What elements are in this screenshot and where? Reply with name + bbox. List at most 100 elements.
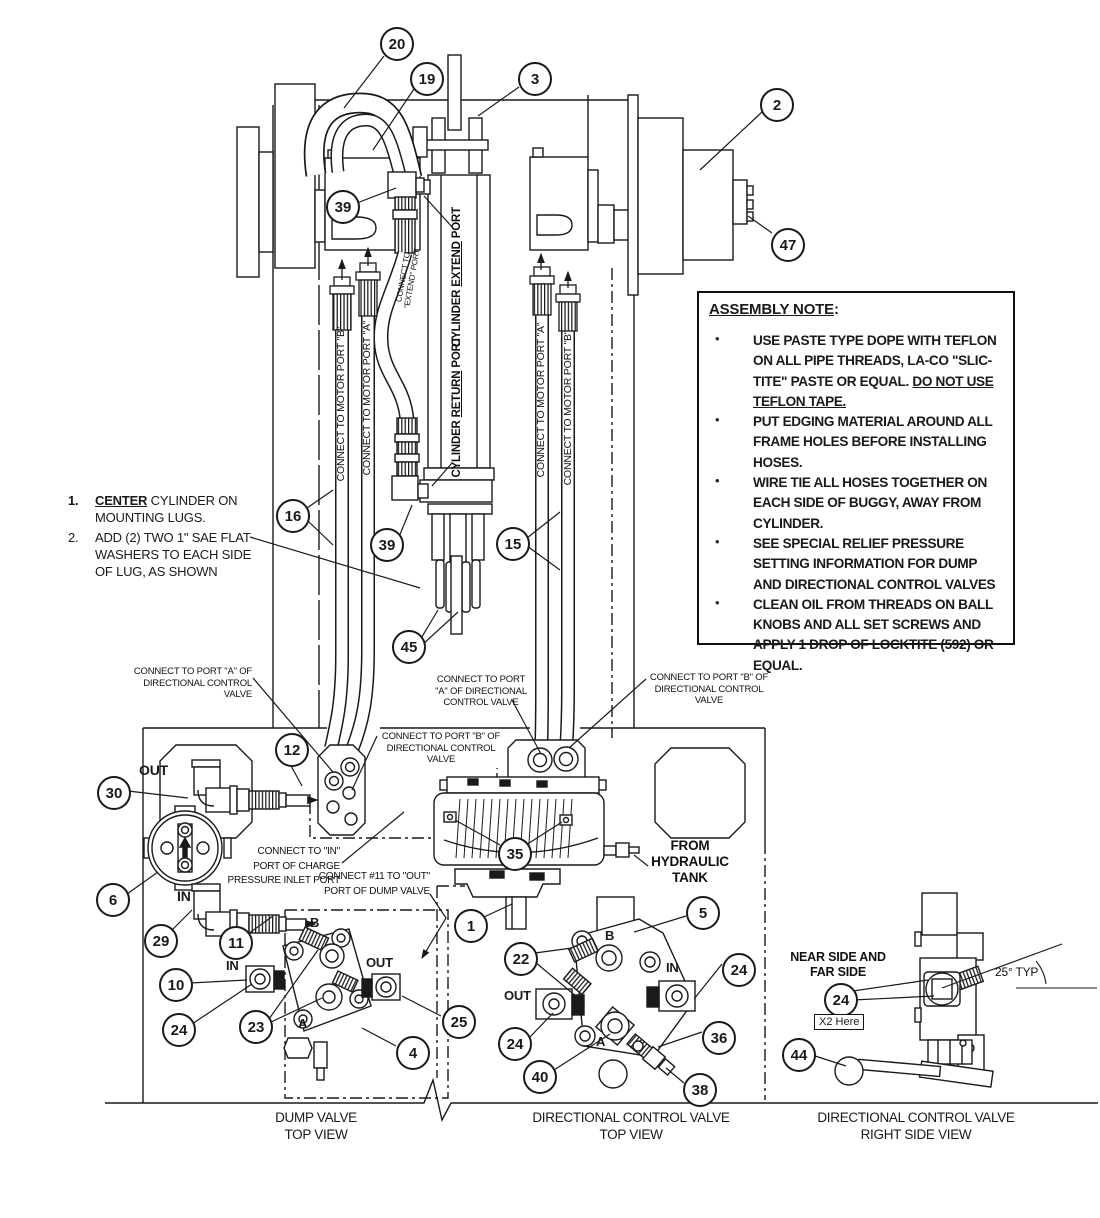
right-motor — [529, 147, 633, 251]
bullet-text: CLEAN OIL FROM THREADS ON BALL KNOBS AND… — [753, 596, 994, 673]
assembly-note-box: ASSEMBLY NOTE: • USE PASTE TYPE DOPE WIT… — [697, 291, 1015, 673]
callout-11: 11 — [219, 926, 253, 960]
callout-20: 20 — [380, 27, 414, 61]
leader-lines — [126, 55, 935, 1084]
callout-24d: 24 — [824, 983, 858, 1017]
pump-motor-assembly — [433, 776, 640, 930]
callout-10: 10 — [159, 968, 193, 1002]
assembly-note-item: • PUT EDGING MATERIAL AROUND ALL FRAME H… — [709, 412, 1003, 473]
assembly-note-list: • USE PASTE TYPE DOPE WITH TEFLON ON ALL… — [709, 331, 1003, 676]
right-wheel-hub — [627, 94, 754, 296]
callout-24a: 24 — [162, 1013, 196, 1047]
callout-24c: 24 — [498, 1027, 532, 1061]
note-2-number: 2. — [68, 530, 79, 545]
note-1-number: 1. — [68, 493, 79, 508]
label-dump-b: B — [310, 915, 320, 930]
callout-38: 38 — [683, 1073, 717, 1107]
assembly-note-item: • CLEAN OIL FROM THREADS ON BALL KNOBS A… — [709, 595, 1003, 676]
hose-fittings — [329, 262, 581, 332]
callout-19: 19 — [410, 62, 444, 96]
manifold-block — [317, 744, 366, 836]
label-dcv-b: B — [605, 928, 615, 943]
callout-16: 16 — [276, 499, 310, 533]
note-item-1: 1. CENTER CYLINDER ON MOUNTING LUGS. — [68, 492, 268, 526]
left-wheel-hub — [236, 83, 326, 278]
bullet-text: PUT EDGING MATERIAL AROUND ALL FRAME HOL… — [753, 414, 993, 470]
callout-22: 22 — [504, 942, 538, 976]
assembly-note-item: • USE PASTE TYPE DOPE WITH TEFLON ON ALL… — [709, 331, 1003, 412]
label-dcv-out: OUT — [504, 988, 531, 1003]
callout-35: 35 — [498, 837, 532, 871]
note-2-text: ADD (2) TWO 1" SAE FLAT WASHERS TO EACH … — [95, 530, 252, 579]
bullet-text: WIRE TIE ALL HOSES TOGETHER ON EACH SIDE… — [753, 475, 987, 531]
callout-3: 3 — [518, 62, 552, 96]
label-motor-port-b-left: CONNECT TO MOTOR PORT "B" — [335, 326, 347, 482]
label-angle-25-typ: 25° TYP — [995, 965, 1039, 979]
note-item-2: 2. ADD (2) TWO 1" SAE FLAT WASHERS TO EA… — [68, 529, 268, 580]
callout-1: 1 — [454, 909, 488, 943]
callout-23: 23 — [239, 1010, 273, 1044]
bullet-icon: • — [715, 331, 720, 346]
charge-valve-round — [143, 805, 232, 891]
callout-12: 12 — [275, 733, 309, 767]
directional-control-valve-top — [535, 896, 696, 1089]
callout-5: 5 — [686, 896, 720, 930]
assembly-note-title: ASSEMBLY NOTE: — [709, 301, 839, 318]
return-port-fitting — [391, 417, 429, 501]
callout-36: 36 — [702, 1021, 736, 1055]
installation-notes: 1. CENTER CYLINDER ON MOUNTING LUGS. 2. … — [68, 492, 268, 580]
bullet-icon: • — [715, 473, 720, 489]
label-motor-port-a-left: CONNECT TO MOTOR PORT "A" — [361, 320, 373, 476]
callout-15: 15 — [496, 527, 530, 561]
label-x2-here: X2 Here — [814, 1014, 865, 1030]
callout-39b: 39 — [370, 528, 404, 562]
note-1-text: CENTER CYLINDER ON MOUNTING LUGS. — [95, 493, 238, 525]
label-motor-port-a-right: CONNECT TO MOTOR PORT "A" — [535, 322, 547, 478]
callout-40: 40 — [523, 1060, 557, 1094]
assembly-note-item: • WIRE TIE ALL HOSES TOGETHER ON EACH SI… — [709, 473, 1003, 534]
in-elbow-fitting — [191, 883, 317, 939]
assembly-note-item: • SEE SPECIAL RELIEF PRESSURE SETTING IN… — [709, 534, 1003, 595]
hydraulic-cylinder — [412, 54, 495, 635]
callout-25: 25 — [442, 1005, 476, 1039]
label-in-charge: IN — [177, 888, 191, 904]
label-dump-out: OUT — [366, 955, 393, 970]
bullet-icon: • — [715, 594, 720, 610]
callout-30: 30 — [97, 776, 131, 810]
bullet-text: SEE SPECIAL RELIEF PRESSURE SETTING INFO… — [753, 535, 996, 592]
dump-valve-body — [245, 926, 401, 1081]
callout-47: 47 — [771, 228, 805, 262]
label-dump-a: A — [298, 1016, 308, 1031]
label-dump-in: IN — [226, 958, 239, 973]
note-connect-11-out: CONNECT #11 TO "OUT"PORT OF DUMP VALVE — [318, 871, 430, 897]
port-arrows — [338, 246, 572, 288]
loop-hoses — [303, 92, 423, 181]
label-cylinder-extend-port: CYLINDER EXTEND PORT — [451, 207, 463, 347]
label-motor-port-b-right: CONNECT TO MOTOR PORT "B" — [562, 330, 574, 486]
callout-4: 4 — [396, 1036, 430, 1070]
callout-45: 45 — [392, 630, 426, 664]
callout-24b: 24 — [722, 953, 756, 987]
callout-39a: 39 — [326, 190, 360, 224]
dcv-right-side-view — [834, 892, 1097, 1088]
bullet-icon: • — [715, 533, 720, 549]
label-dcv-in: IN — [666, 960, 679, 975]
out-elbow-fitting — [191, 759, 319, 815]
extend-port-elbow-39 — [387, 171, 425, 254]
callout-29: 29 — [144, 924, 178, 958]
callout-2: 2 — [760, 88, 794, 122]
label-cylinder-return-port: CYLINDER RETURN PORT — [451, 336, 463, 478]
callout-44: 44 — [782, 1038, 816, 1072]
label-out-charge: OUT — [139, 762, 168, 778]
